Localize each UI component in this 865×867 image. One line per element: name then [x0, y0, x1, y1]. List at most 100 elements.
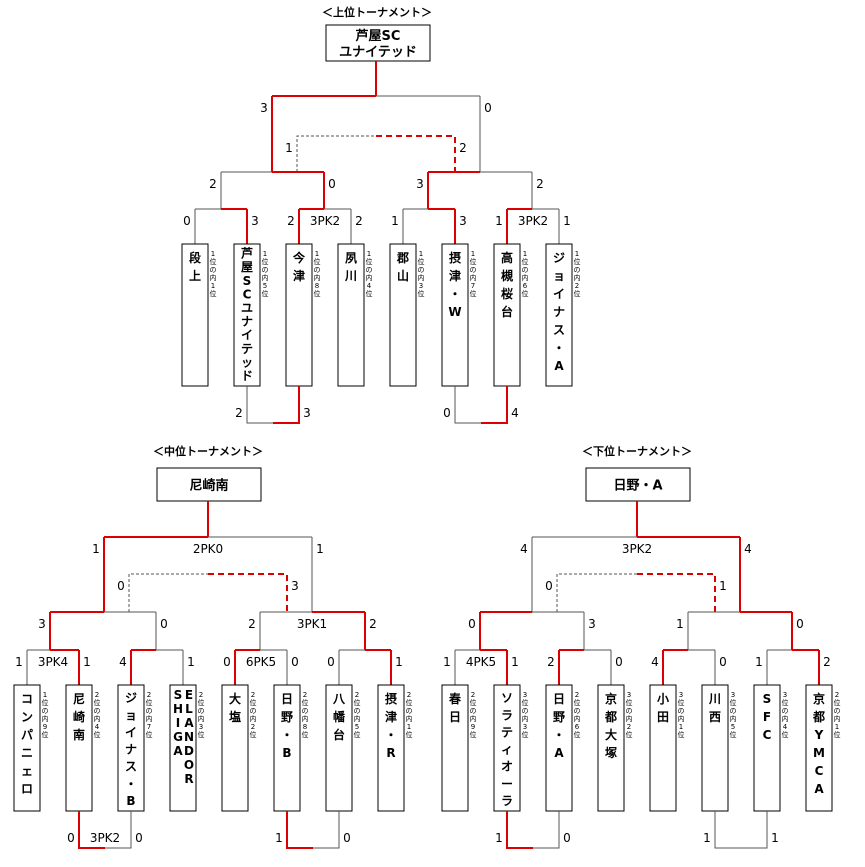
consolation-score-right: 3	[303, 406, 311, 420]
team-box	[649, 684, 677, 812]
consolation-score-right: 1	[771, 831, 779, 845]
final-score-left: 1	[92, 542, 100, 556]
team-name: ソラティオーラ	[501, 691, 513, 808]
consolation-score-left: 1	[275, 831, 283, 845]
team-name: 大塩	[229, 691, 241, 724]
r1-score-left: 0	[327, 655, 335, 669]
champion-box	[325, 24, 431, 62]
team-name: 日野・A	[553, 692, 565, 760]
semi-score-left: 2	[209, 177, 217, 191]
team-box	[493, 243, 521, 387]
team-box	[597, 684, 625, 812]
team-name: 摂津・W	[448, 250, 461, 319]
semi-score-right: 0	[796, 617, 804, 631]
consolation-line-right	[481, 386, 508, 424]
semi-score-right: 3	[588, 617, 596, 631]
r1-score-right: 1	[511, 655, 519, 669]
final-score-right: 4	[744, 542, 752, 556]
r1-score-left: 1	[495, 214, 503, 228]
r1-score-right: 1	[395, 655, 403, 669]
consolation-line-left	[506, 811, 533, 849]
consolation-line-left	[246, 386, 273, 424]
semi-score-left: 3	[416, 177, 424, 191]
team-name: 日野・B	[281, 692, 293, 760]
consolation-line-right	[105, 811, 132, 849]
r1-score-right: 1	[563, 214, 571, 228]
team-name: 郡山	[396, 251, 409, 283]
consolation-pk-score: 3PK2	[90, 831, 120, 845]
team-name: 今津	[292, 250, 306, 283]
r1-score-right: 0	[615, 655, 623, 669]
team-name: 八幡台	[332, 692, 346, 742]
consolation-score-left: 1	[703, 831, 711, 845]
consolation-line-right	[273, 386, 300, 424]
team-box	[493, 684, 521, 812]
r1-score-right: 2	[355, 214, 363, 228]
third-place-line-left	[128, 573, 208, 612]
r1-score-left: 1	[15, 655, 23, 669]
consolation-score-left: 2	[235, 406, 243, 420]
tournament-heading: ＜上位トーナメント＞	[322, 5, 432, 19]
final-pk-score: 3PK2	[622, 542, 652, 556]
consolation-score-right: 0	[563, 831, 571, 845]
r1-score-right: 0	[719, 655, 727, 669]
r1-score-left: 1	[443, 655, 451, 669]
team-box	[701, 684, 729, 812]
third-place-line-left	[296, 135, 376, 172]
third-place-line-right	[208, 573, 288, 612]
team-box	[13, 684, 41, 812]
consolation-line-left	[454, 386, 481, 424]
semi-score-left: 3	[38, 617, 46, 631]
team-box	[377, 684, 405, 812]
r1-pk-score: 6PK5	[246, 655, 276, 669]
semi-score-left: 1	[676, 617, 684, 631]
third-place-score-right: 1	[719, 579, 727, 593]
third-place-line-right	[376, 135, 456, 172]
r1-score-left: 1	[391, 214, 399, 228]
semi-score-right: 2	[536, 177, 544, 191]
semi-score-left: 2	[248, 617, 256, 631]
consolation-line-right	[741, 811, 768, 849]
team-name: 春日	[448, 691, 462, 724]
consolation-line-right	[533, 811, 560, 849]
r1-score-left: 0	[223, 655, 231, 669]
final-pk-score: 2PK0	[193, 542, 223, 556]
third-place-score-left: 1	[285, 141, 293, 155]
consolation-line-left	[714, 811, 741, 849]
final-score-right: 1	[316, 542, 324, 556]
consolation-score-right: 4	[511, 406, 519, 420]
consolation-score-left: 0	[443, 406, 451, 420]
consolation-line-left	[78, 811, 105, 849]
team-name: ジョイナス・B	[125, 691, 137, 808]
team-box	[753, 684, 781, 812]
tournament-heading: ＜下位トーナメント＞	[582, 444, 692, 458]
r1-score-right: 3	[459, 214, 467, 228]
third-place-line-left	[556, 573, 637, 612]
consolation-score-right: 0	[343, 831, 351, 845]
team-name: 京都大塚	[604, 691, 617, 760]
team-box	[389, 243, 417, 387]
r1-score-left: 1	[755, 655, 763, 669]
team-box	[325, 684, 353, 812]
r1-score-left: 4	[651, 655, 659, 669]
third-place-score-right: 2	[459, 141, 467, 155]
team-box	[441, 684, 469, 812]
